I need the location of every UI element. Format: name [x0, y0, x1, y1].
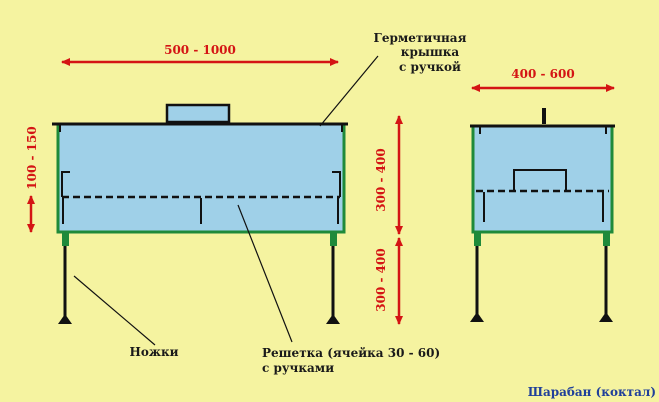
width-label: 400 - 600 — [511, 67, 574, 81]
dimension-arrows — [27, 58, 615, 325]
leg-height-label: 300 - 400 — [374, 248, 388, 311]
side-grate-handle — [513, 169, 567, 190]
diagram-title: Шарабан (коктал) — [528, 385, 656, 399]
legs-leader — [73, 275, 156, 346]
lid-label-line1: Герметичная — [374, 31, 467, 45]
side-legs — [470, 232, 613, 322]
lid-height-label: 100 - 150 — [25, 126, 39, 189]
grate-label-line1: Решетка (ячейка 30 - 60) — [262, 346, 440, 360]
leader-lines — [73, 55, 379, 346]
body-height-label: 300 - 400 — [374, 148, 388, 211]
lid-leader — [319, 55, 379, 127]
side-body — [471, 124, 614, 234]
lid-label-line3: с ручкой — [399, 60, 461, 74]
front-grate-handle-right — [332, 171, 341, 197]
front-lid-handle — [165, 103, 231, 124]
lid-label-line2: крышка — [401, 45, 460, 59]
front-legs — [58, 232, 340, 324]
length-label: 500 - 1000 — [164, 43, 236, 57]
grate-leader — [237, 204, 293, 343]
side-view — [470, 108, 615, 322]
front-view — [52, 103, 348, 324]
front-grate-handle-left — [61, 171, 70, 197]
legs-label: Ножки — [129, 345, 178, 359]
grate-label-line2: с ручками — [262, 361, 334, 375]
